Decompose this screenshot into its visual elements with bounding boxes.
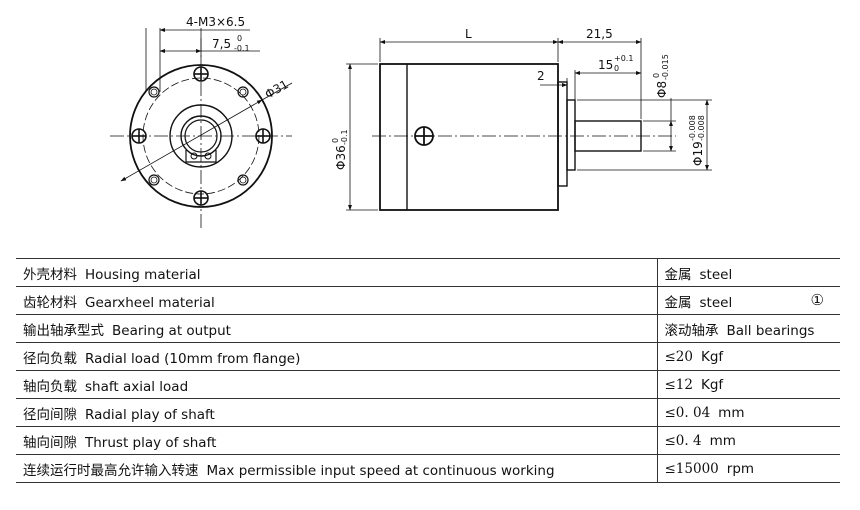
spec-label-en: shaft axial load (85, 378, 189, 395)
diameter-label: Φ31 (263, 77, 291, 101)
shaft-len-lower: 0 (614, 64, 619, 73)
spec-label-cn: 齿轮材料 (23, 294, 77, 311)
shaft-len-label: 15 (598, 58, 613, 72)
spec-label-en: Max permissible input speed at continuou… (206, 462, 555, 479)
spec-value-en: Kgf (701, 376, 724, 393)
spec-label: 外壳材料 Housing material (16, 258, 657, 287)
spec-row-axial-load: 轴向负载 shaft axial load ≤12 Kgf (16, 370, 840, 399)
spec-value-en: Kgf (701, 348, 724, 365)
spec-value-cn: ≤12 (664, 376, 694, 393)
spec-row-radial-play: 径向间隙 Radial play of shaft ≤0. 04 mm (16, 398, 840, 427)
spec-value-en: steel (699, 294, 733, 311)
spec-label: 输出轴承型式 Bearing at output (16, 314, 657, 343)
spec-label: 轴向负载 shaft axial load (16, 370, 657, 399)
spec-label-cn: 连续运行时最高允许输入转速 (23, 462, 199, 479)
spec-label: 连续运行时最高允许输入转速 Max permissible input speed… (16, 454, 657, 483)
flange-dia-lower: -0.008 (697, 115, 706, 141)
shaft-dia-label: Φ8 (655, 81, 669, 98)
spec-label-cn: 轴向负载 (23, 378, 77, 395)
spec-value-cn: ≤20 (664, 348, 694, 365)
front-screw-right (255, 128, 271, 144)
front-tapped-hole-tr (237, 86, 249, 98)
spec-label: 齿轮材料 Gearxheel material (16, 286, 657, 315)
spec-label-cn: 外壳材料 (23, 266, 77, 283)
offset-label-lower: -0.1 (234, 44, 250, 53)
body-dia-lower: -0.1 (340, 129, 349, 145)
offset-label: 7,5 (212, 37, 231, 51)
spec-value-cn: 金属 (664, 266, 692, 283)
shaft-dia-upper: 0 (652, 73, 661, 78)
spec-value-cn: ≤0. 04 (664, 404, 711, 421)
body-dia-label: Φ36 (334, 145, 348, 170)
spec-value: ≤20 Kgf (656, 342, 840, 371)
front-screw-top (193, 66, 209, 82)
side-screw (414, 126, 434, 146)
spec-value-en: rpm (726, 460, 755, 477)
spec-value: ≤12 Kgf (656, 370, 840, 399)
shaft-dia-lower: -0.015 (661, 54, 670, 80)
spec-value-en: mm (718, 404, 745, 421)
side-flange-hub (566, 99, 576, 171)
spec-row-thrust-play: 轴向间隙 Thrust play of shaft ≤0. 4 mm (16, 426, 840, 455)
spec-row-radial-load: 径向负载 Radial load (10mm from flange) ≤20 Kg… (16, 342, 840, 371)
step-label: 2 (537, 69, 545, 83)
front-screw-bottom (193, 190, 209, 206)
spec-table: 外壳材料 Housing material 金属 steel 齿轮材料 Gearxhe… (16, 258, 840, 483)
spec-value-en: Ball bearings (726, 322, 815, 339)
front-view (110, 28, 293, 228)
spec-label-cn: 轴向间隙 (23, 434, 77, 451)
spec-label-en: Housing material (85, 266, 201, 283)
spec-label: 径向间隙 Radial play of shaft (16, 398, 657, 427)
spec-value: 滚动轴承 Ball bearings (656, 314, 840, 343)
side-view-labels: L 21,5 2 15 +0.1 0 Φ8 0 -0.015 Φ36 0 -0.… (331, 27, 706, 170)
spec-label-cn: 径向间隙 (23, 406, 77, 423)
front-screw-left (131, 128, 147, 144)
spec-value-cn: ≤0. 4 (664, 432, 702, 449)
side-view (346, 38, 712, 211)
spec-label-en: Thrust play of shaft (85, 434, 217, 451)
spec-row-bearing: 输出轴承型式 Bearing at output 滚动轴承 Ball bearing… (16, 314, 840, 343)
spec-label: 径向负载 Radial load (10mm from flange) (16, 342, 657, 371)
spec-value: ≤15000 rpm (656, 454, 840, 483)
spec-row-housing-material: 外壳材料 Housing material 金属 steel (16, 258, 840, 287)
flange-dia-upper: -0.008 (688, 115, 697, 141)
shaft-len-upper: +0.1 (614, 54, 633, 63)
gearbox-technical-drawing: 4-M3×6.5 7,5 0 -0.1 Φ31 (110, 15, 712, 228)
side-step-ring (557, 81, 568, 187)
length-label: L (465, 27, 472, 41)
spec-value-cn: 滚动轴承 (664, 322, 719, 339)
spec-label-en: Radial load (10mm from flange) (85, 350, 301, 367)
front-view-labels: 4-M3×6.5 7,5 0 -0.1 Φ31 (186, 15, 291, 102)
spec-label-en: Gearxheel material (85, 294, 215, 311)
spec-value-en: steel (699, 266, 733, 283)
flange-dia-label: Φ19 (691, 141, 705, 166)
front-tapped-hole-bl (148, 174, 160, 186)
spec-label-en: Bearing at output (112, 322, 231, 339)
spec-value: 金属 steel (656, 258, 840, 287)
side-output-shaft (574, 120, 642, 152)
front-tapped-hole-tl (148, 86, 160, 98)
spec-row-max-input-speed: 连续运行时最高允许输入转速 Max permissible input speed… (16, 454, 840, 483)
spec-value-cn: 金属 (664, 294, 692, 311)
spec-value-en: mm (709, 432, 736, 449)
offset-label-upper: 0 (237, 34, 242, 43)
spec-label-en: Radial play of shaft (85, 406, 215, 423)
spec-value-cn: ≤15000 (664, 460, 719, 477)
spec-row-gear-material: 齿轮材料 Gearxheel material 金属 steel ① (16, 286, 840, 315)
spec-value: ≤0. 4 mm (656, 426, 840, 455)
spec-value: ≤0. 04 mm (656, 398, 840, 427)
spec-value: 金属 steel ① (656, 286, 840, 315)
spec-label: 轴向间隙 Thrust play of shaft (16, 426, 657, 455)
front-diameter-leader (120, 99, 263, 182)
spec-label-cn: 输出轴承型式 (23, 322, 104, 339)
front-diameter-leader-ext (261, 82, 293, 101)
spec-label-cn: 径向负载 (23, 350, 77, 367)
body-dia-upper: 0 (331, 138, 340, 143)
thread-label: 4-M3×6.5 (186, 15, 245, 29)
shaft-length-label: 21,5 (586, 27, 613, 41)
spec-mark: ① (810, 290, 824, 309)
